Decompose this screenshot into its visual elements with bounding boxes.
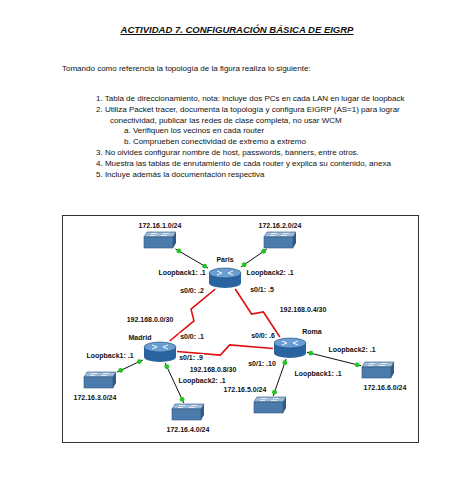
switch-icon [143, 231, 177, 249]
link-light [272, 390, 277, 395]
router-icon [208, 267, 242, 289]
network-label: 172.16.1.0/24 [138, 222, 183, 230]
figure-border [63, 216, 419, 443]
link-light [242, 262, 247, 267]
interface-label: s0/1: .10 [247, 360, 277, 368]
network-label: 172.16.5.0/24 [223, 386, 268, 394]
instruction-text: 2. Utiliza Packet tracer, documenta la t… [96, 105, 422, 126]
interface-label: s0/0: .1 [179, 333, 205, 341]
router-node: Madrid [143, 341, 177, 363]
link-light [137, 359, 142, 364]
subnet-label: 192.168.0.8/30 [189, 366, 238, 374]
ethernet-link [117, 360, 143, 372]
link-light [118, 368, 123, 373]
link-light [164, 364, 169, 369]
router-name: Roma [301, 328, 322, 336]
link-light [202, 264, 207, 269]
interface-label: Loopback2: .1 [327, 346, 376, 354]
network-label: 172.16.2.0/24 [258, 222, 303, 230]
link-light [180, 397, 185, 402]
link-light [355, 362, 360, 367]
network-label: 172.16.4.0/24 [166, 426, 211, 434]
router-node: Paris [208, 267, 242, 289]
interface-label: Loopback1: .1 [85, 352, 134, 360]
ethernet-link [241, 249, 267, 267]
interface-label: Loopback2: .1 [177, 377, 226, 385]
link-light [261, 249, 266, 254]
instruction-text: 3. No olvides configurar nombre de host,… [96, 148, 430, 159]
interface-label: s0/0: .6 [250, 332, 276, 340]
switch-node: 172.16.6.0/24 [361, 361, 395, 379]
switch-node: 172.16.1.0/24 [143, 231, 177, 249]
instruction-text: 1. Tabla de direccionamiento, nota: incl… [96, 94, 430, 105]
instruction-text: a. Verifiquen los vecinos en cada router [124, 126, 426, 137]
network-label: 172.16.3.0/24 [73, 394, 118, 402]
switch-node: 172.16.4.0/24 [171, 403, 205, 421]
switch-node: 172.16.2.0/24 [263, 231, 297, 249]
serial-link [170, 289, 216, 341]
switch-node: 172.16.3.0/24 [83, 371, 117, 389]
interface-label: Loopback2: .1 [245, 269, 294, 277]
instruction-text: 4. Muestra las tablas de enrutamiento de… [96, 159, 440, 170]
router-name: Paris [215, 256, 234, 264]
switch-icon [263, 231, 297, 249]
switch-icon [361, 361, 395, 379]
network-label: 172.16.6.0/24 [363, 384, 408, 392]
ethernet-link [175, 249, 208, 268]
link-light [282, 360, 287, 365]
ethernet-link [307, 352, 361, 366]
interface-label: Loopback1: .1 [157, 269, 206, 277]
interface-label: s0/1: .9 [178, 354, 204, 362]
router-node: Roma [273, 337, 307, 359]
router-name: Madrid [128, 334, 153, 342]
interface-label: Loopback1: .1 [293, 370, 342, 378]
interface-label: s0/0: .2 [179, 287, 205, 295]
interface-label: s0/1: .5 [249, 286, 275, 294]
switch-icon [171, 403, 205, 421]
router-icon [143, 341, 177, 363]
subnet-label: 192.168.0.0/30 [126, 316, 175, 324]
serial-link [235, 289, 280, 337]
page-title: ACTIVIDAD 7. CONFIGURACIÓN BÁSICA DE EIG… [0, 24, 474, 35]
switch-node: 172.16.5.0/24 [253, 396, 287, 414]
instruction-text: b. Comprueben conectividad de extremo a … [124, 137, 426, 148]
instruction-text: 5. Incluye además la documentación respe… [96, 170, 430, 181]
link-light [308, 351, 313, 356]
link-light [176, 249, 181, 254]
router-icon [273, 337, 307, 359]
instruction-text: Tomando como referencia la topología de … [62, 64, 422, 75]
subnet-label: 192.168.0.4/30 [279, 306, 328, 314]
switch-icon [253, 396, 287, 414]
switch-icon [83, 371, 117, 389]
